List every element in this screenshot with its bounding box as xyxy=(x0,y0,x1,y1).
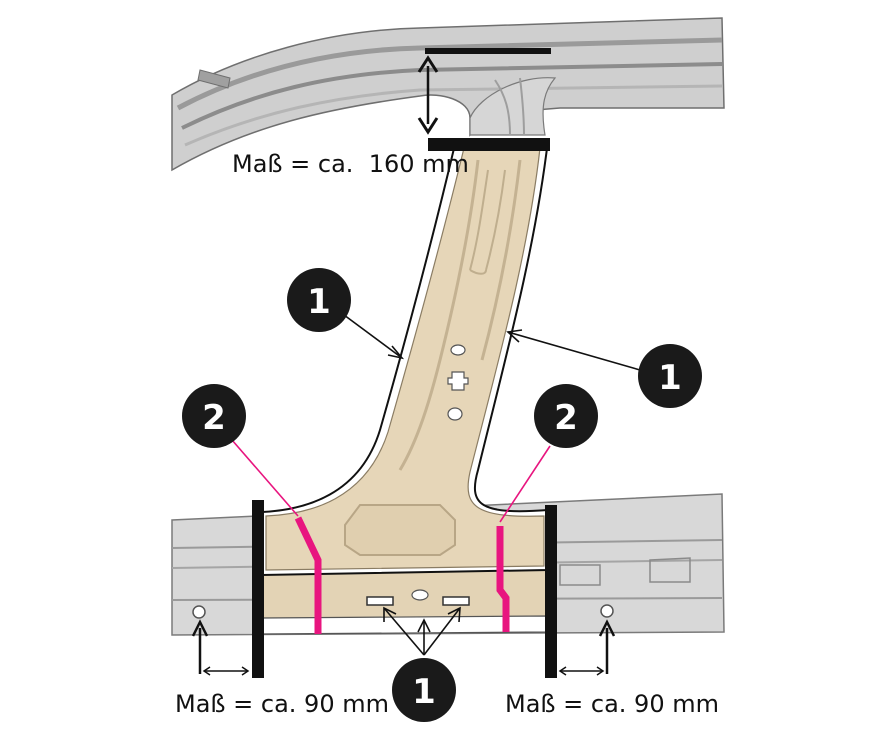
right-cut-bar xyxy=(545,505,557,678)
base-hole-center xyxy=(411,589,429,601)
measure-bars xyxy=(252,48,557,678)
callout-1-left: 1 xyxy=(287,268,351,332)
top-cut-bar xyxy=(428,138,550,151)
measure-label-bottom-left: Maß = ca. 90 mm xyxy=(175,690,389,718)
sill-hole-left xyxy=(192,605,206,619)
measure-label-bottom-right: Maß = ca. 90 mm xyxy=(505,690,719,718)
right-dimension-arrow xyxy=(558,619,616,676)
callout-badge xyxy=(534,384,598,448)
leader-1-bottom-c xyxy=(423,607,461,656)
leader-1-left xyxy=(339,311,403,359)
callout-number: 1 xyxy=(412,672,436,712)
pillar-clip-slot xyxy=(447,371,469,391)
base-slot-right xyxy=(442,596,470,606)
left-cut-bar xyxy=(252,500,264,678)
callout-1-bottom: 1 xyxy=(392,658,456,722)
b-pillar xyxy=(261,139,550,606)
callout-2-right: 2 xyxy=(534,384,598,448)
callout-number: 2 xyxy=(554,398,578,438)
callout-number: 1 xyxy=(307,282,331,322)
cut-lines xyxy=(294,516,510,634)
callout-2-left: 2 xyxy=(182,384,246,448)
cut-line-right xyxy=(496,526,510,632)
callout-number: 2 xyxy=(202,398,226,438)
callout-badge xyxy=(638,344,702,408)
sill-hole-right xyxy=(600,604,614,618)
leader-2-right xyxy=(499,445,551,523)
top-dimension-arrow xyxy=(417,55,439,135)
leader-2-left xyxy=(231,439,299,517)
pillar-hole-lower xyxy=(447,407,463,421)
leader-lines-2 xyxy=(231,439,551,523)
callout-badge xyxy=(287,268,351,332)
roof-rail xyxy=(171,17,725,172)
callout-1-right: 1 xyxy=(638,344,702,408)
cut-line-left xyxy=(294,516,322,634)
leader-1-right xyxy=(507,331,641,371)
callout-number: 1 xyxy=(658,358,682,398)
callout-badge xyxy=(182,384,246,448)
top-ref-bar xyxy=(425,48,551,54)
base-slot-left xyxy=(366,596,394,606)
leader-1-bottom-a xyxy=(383,607,425,656)
left-dimension-arrow xyxy=(191,619,250,676)
measure-label-top: Maß = ca. 160 mm xyxy=(232,150,469,178)
callout-badge xyxy=(392,658,456,722)
leader-lines xyxy=(339,311,641,656)
pillar-hole-upper xyxy=(450,344,466,356)
